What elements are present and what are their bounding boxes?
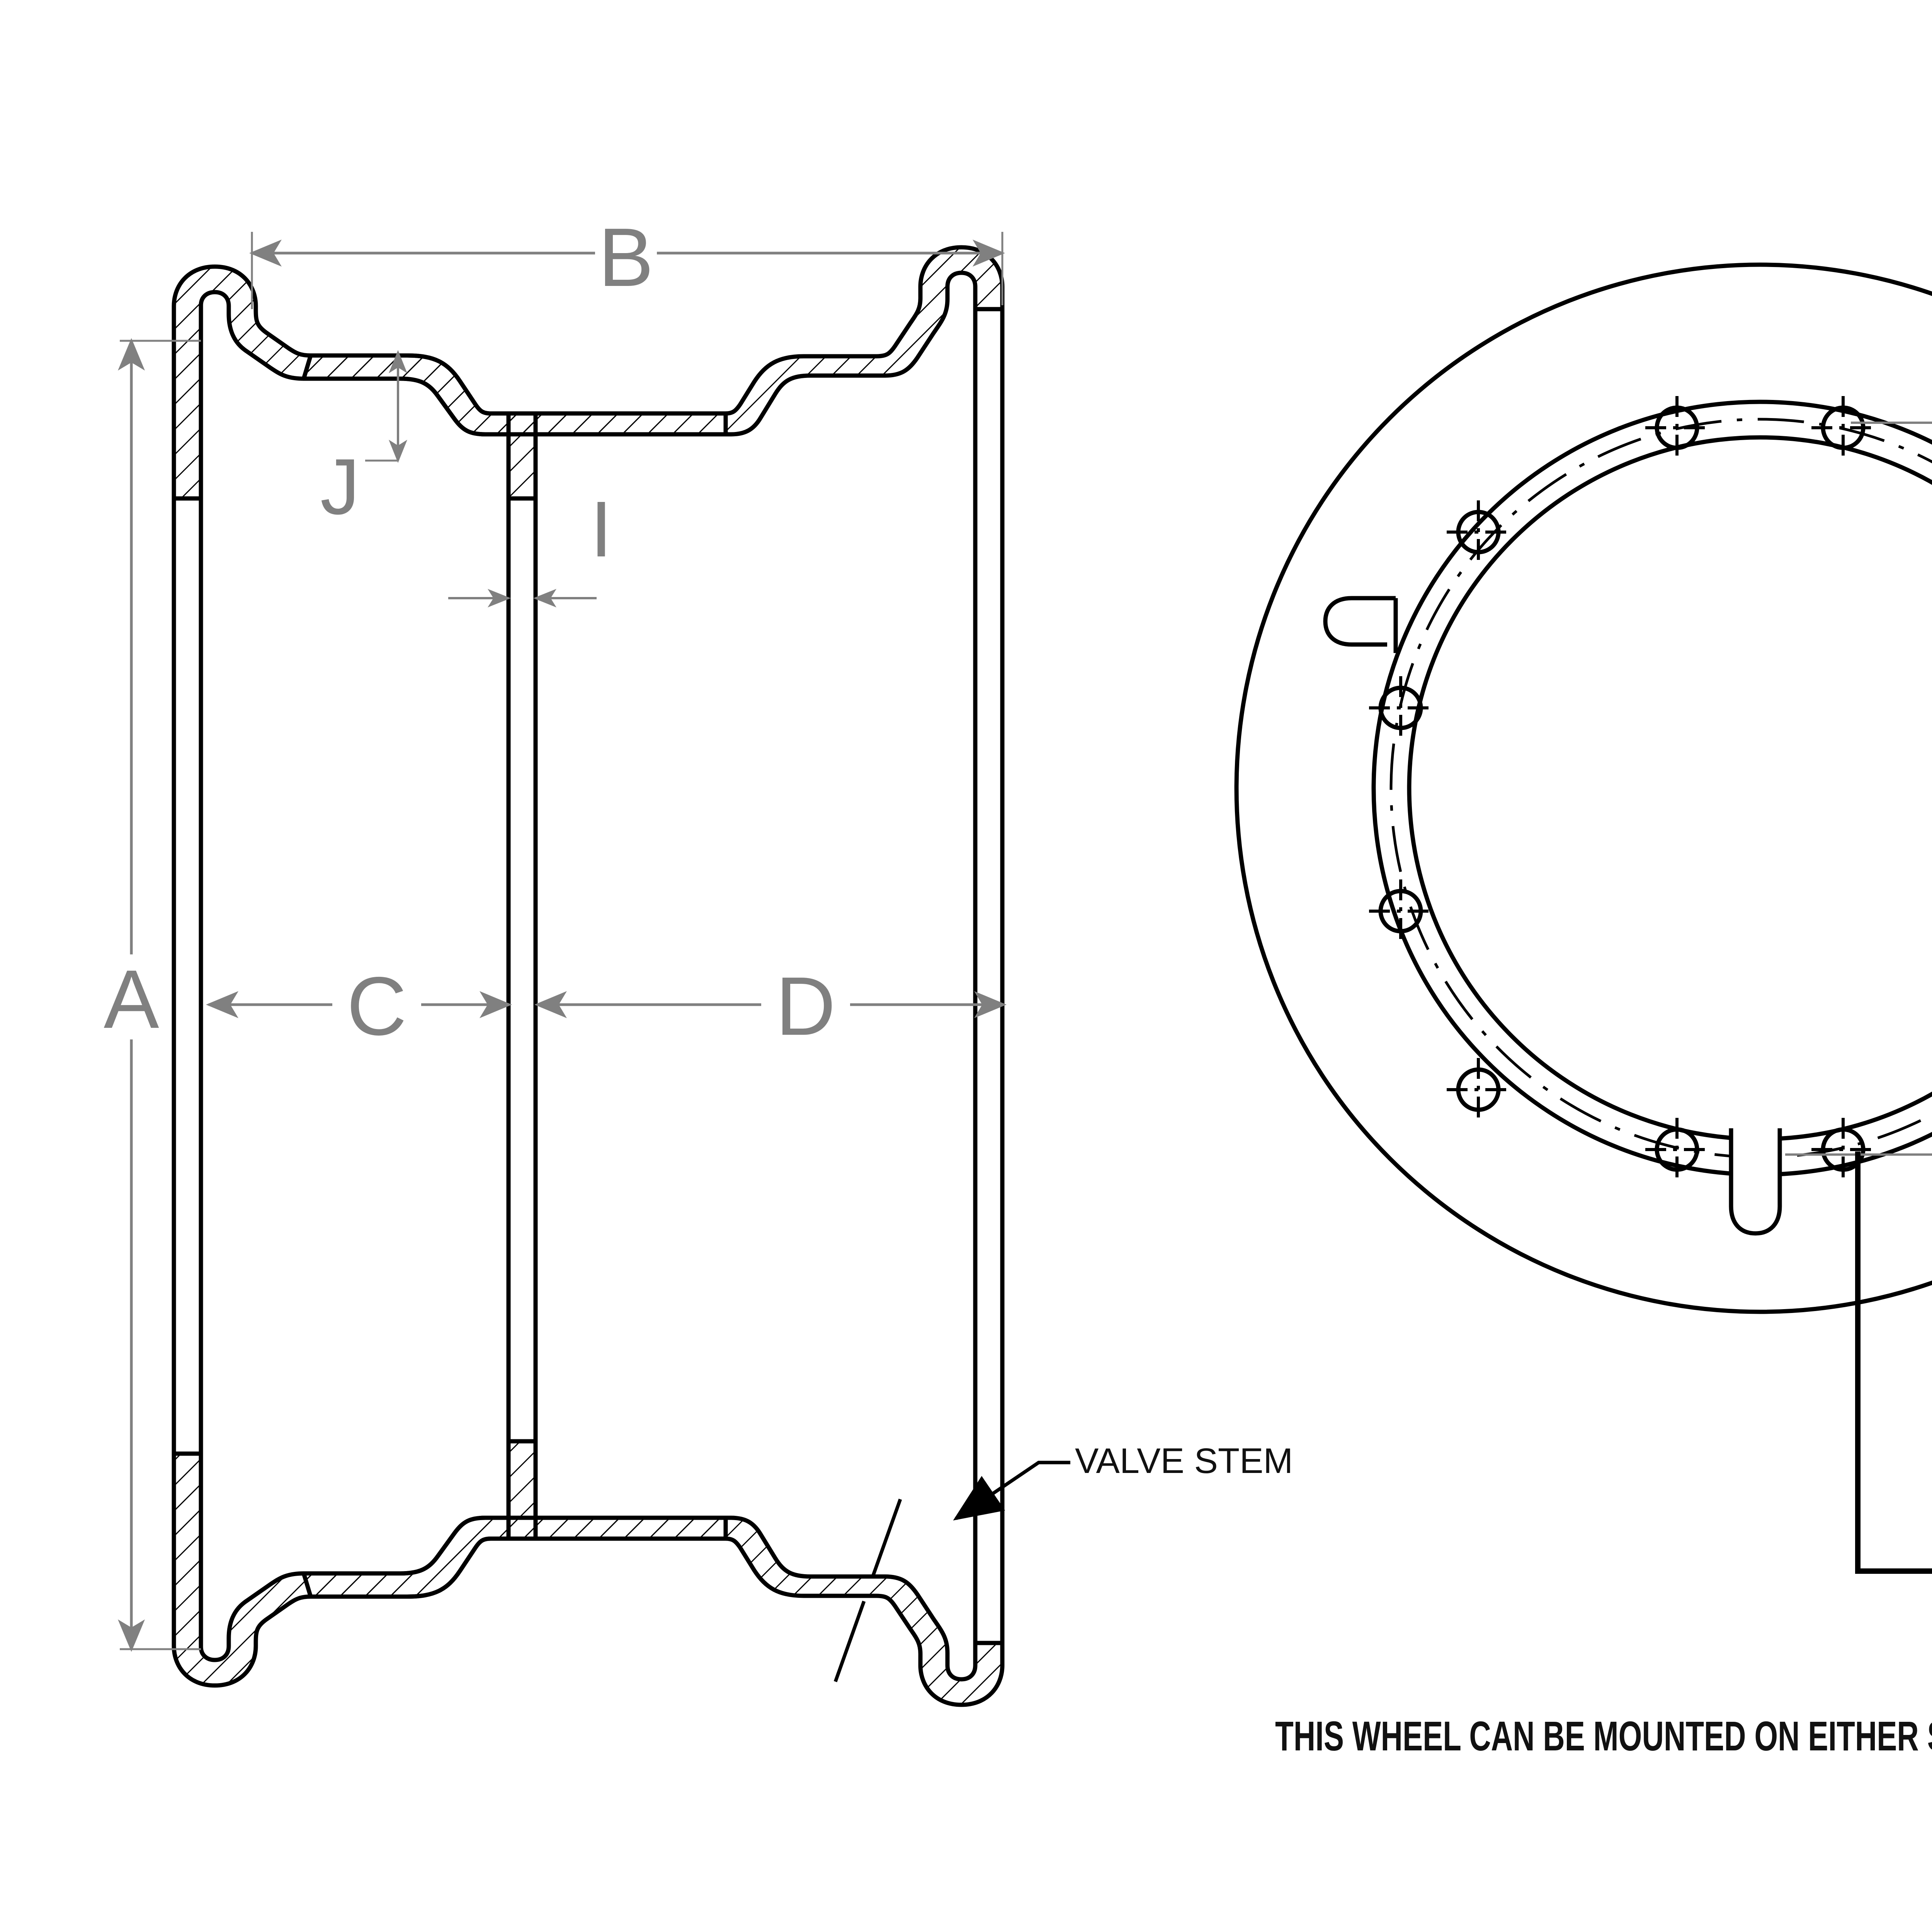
dimension-f: F [1785, 422, 1932, 1156]
wheel-front-view: E F THIS WHEEL CAN BE MOUNTED ON EITHER … [1234, 262, 1932, 1759]
dimension-j-label: J [320, 442, 360, 531]
dimension-c-label: C [347, 959, 406, 1053]
valve-stem-callout: VALVE STEM [833, 1441, 1293, 1682]
bolt-hole [1811, 396, 1875, 459]
disc-section-hatch-bottom [506, 1439, 538, 1541]
bolt-hole [1645, 1118, 1709, 1181]
valve-stem-notch [1729, 1128, 1782, 1236]
dimension-d-label: D [776, 959, 835, 1053]
dimension-i: I [448, 485, 612, 607]
valve-stem-break-upper [871, 1498, 902, 1578]
bolt-hole [1811, 1118, 1875, 1181]
valve-stem-leader [953, 1461, 1070, 1521]
detail-view-leader-g [1855, 1151, 1932, 1574]
bolt-hole-group [1369, 396, 1875, 1181]
bolt-hole [1369, 676, 1432, 740]
dimension-i-label: I [590, 485, 612, 573]
dimension-b-label: B [598, 211, 653, 304]
dimension-a-label: A [104, 952, 159, 1046]
mounting-note: THIS WHEEL CAN BE MOUNTED ON EITHER SIDE [1275, 1713, 1932, 1759]
dimension-c: C [206, 959, 512, 1053]
bolt-hole [1645, 396, 1709, 459]
detail-leader-path [1855, 1151, 1932, 1574]
dimension-a: A [104, 338, 201, 1652]
rim-center-web-lower [301, 1515, 728, 1599]
bolt-hole [1447, 1058, 1510, 1121]
bolt-hole [1447, 500, 1510, 564]
hand-hole-notch-left [1323, 596, 1398, 653]
disc-section-hatch-top [506, 411, 538, 501]
dimension-d: D [534, 959, 1007, 1053]
rim-center-web-upper [301, 353, 728, 437]
valve-stem-label: VALVE STEM [1075, 1441, 1293, 1481]
bolt-hole [1369, 879, 1432, 943]
dimension-b: B [249, 211, 1005, 309]
valve-stem-break-lower [833, 1600, 866, 1682]
dimension-j: J [320, 350, 407, 531]
rim-cross-section-view: B A C D J I [104, 211, 1293, 1707]
wheel-outer-circle [1234, 262, 1932, 1314]
